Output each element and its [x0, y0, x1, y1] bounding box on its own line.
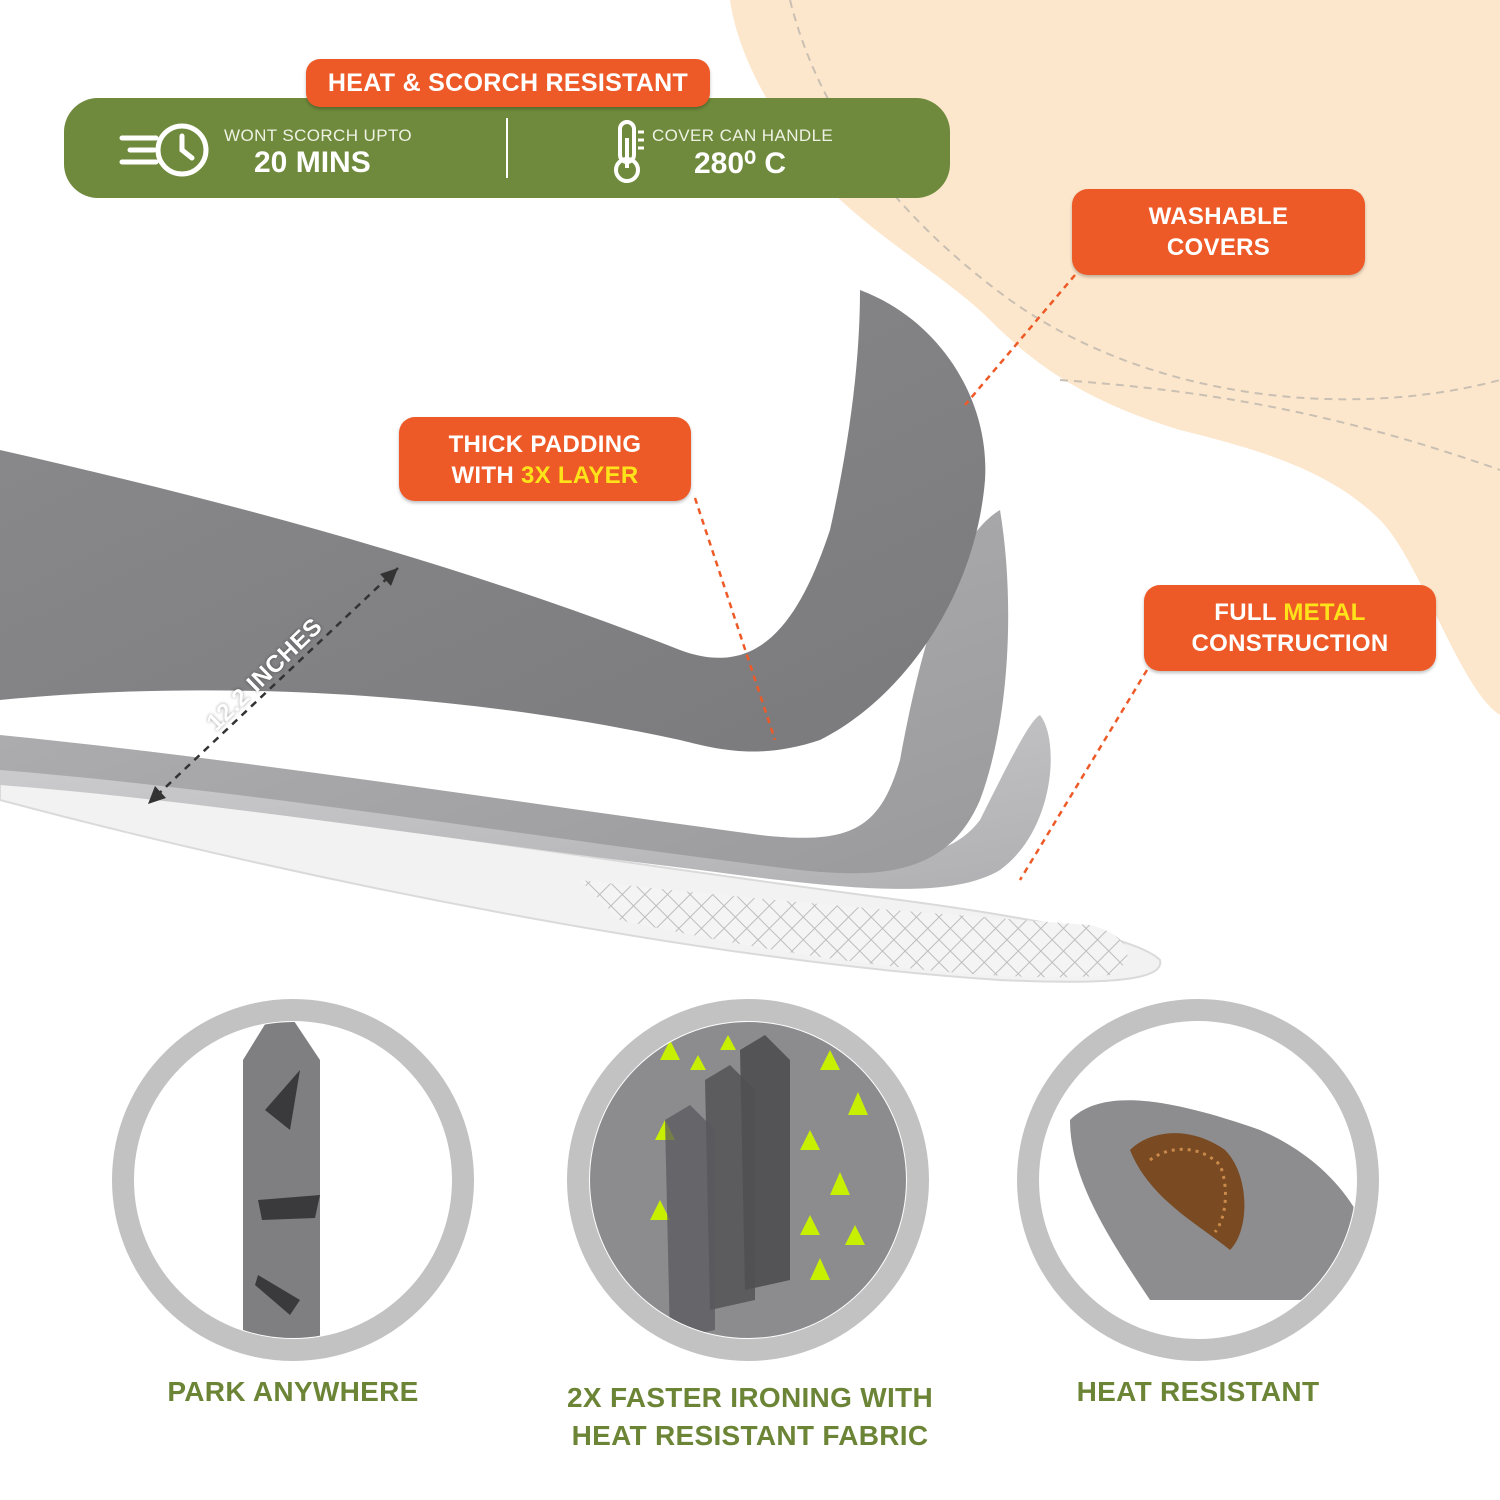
- thick-padding-callout: THICK PADDING WITH 3X LAYER: [399, 417, 691, 501]
- metal-mesh: [580, 880, 1128, 978]
- stat1-value: 20 MINS: [254, 146, 371, 179]
- cover-layer-middle: [0, 510, 1009, 874]
- heat-scorch-tag: HEAT & SCORCH RESISTANT: [306, 59, 710, 107]
- padding-highlight: 3X LAYER: [520, 462, 639, 489]
- cover-layer-bottom: [0, 715, 1051, 889]
- heat-resistance-banner: WONT SCORCH UPTO 20 MINS COVER CAN HANDL…: [64, 98, 950, 198]
- washable-line2: COVERS: [1166, 234, 1271, 261]
- padding-line2-prefix: WITH: [451, 462, 521, 489]
- feature-caption-park: PARK ANYWHERE: [113, 1373, 473, 1411]
- washable-line1: WASHABLE: [1148, 203, 1289, 230]
- metal-line1-prefix: FULL: [1214, 599, 1284, 626]
- padding-line1: THICK PADDING: [448, 431, 642, 458]
- stat2-value: 280⁰ C: [694, 147, 787, 180]
- feature-caption-heat: HEAT RESISTANT: [1018, 1373, 1378, 1411]
- metal-highlight: METAL: [1283, 599, 1366, 626]
- fast-clock-icon: [119, 123, 209, 177]
- banner-divider: [506, 118, 508, 178]
- metal-line2: CONSTRUCTION: [1191, 630, 1389, 657]
- metal-construction-callout: FULL METAL CONSTRUCTION: [1144, 585, 1436, 671]
- faster-ironing-line1: 2X FASTER IRONING WITH: [567, 1382, 933, 1413]
- faster-ironing-line2: HEAT RESISTANT FABRIC: [571, 1420, 929, 1451]
- washable-covers-callout: WASHABLE COVERS: [1072, 189, 1365, 275]
- heat-resistant-text: HEAT RESISTANT: [1076, 1376, 1320, 1407]
- stat1-caption: WONT SCORCH UPTO: [224, 126, 413, 145]
- cover-layer-top: [0, 290, 986, 752]
- stat2-caption: COVER CAN HANDLE: [652, 126, 834, 145]
- metal-line1: FULL METAL: [1144, 597, 1436, 628]
- padding-line2: WITH 3X LAYER: [399, 460, 691, 491]
- thermometer-icon: [614, 120, 644, 183]
- feature-caption-faster: 2X FASTER IRONING WITH HEAT RESISTANT FA…: [520, 1379, 980, 1455]
- park-anywhere-text: PARK ANYWHERE: [167, 1376, 419, 1407]
